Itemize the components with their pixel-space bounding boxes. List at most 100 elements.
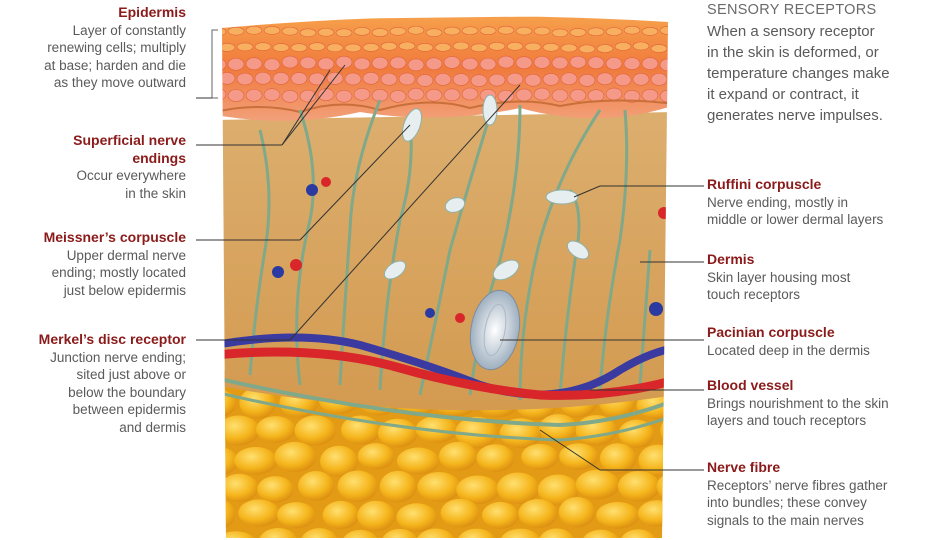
epidermis-cell — [426, 89, 442, 101]
fat-globule — [220, 474, 258, 502]
fat-globule — [234, 447, 277, 475]
epidermis-cell — [543, 43, 559, 51]
epidermis-cell — [390, 27, 406, 35]
label-merkel-title: Merkel’s disc receptor — [0, 331, 186, 349]
epidermis-cell — [516, 89, 532, 101]
label-meissners-corpuscle: Meissner’s corpuscle Upper dermal nerve … — [0, 229, 186, 299]
epidermis-cell — [327, 44, 343, 52]
fat-globule — [238, 499, 279, 526]
epidermis-cell — [399, 73, 415, 85]
epidermis-cell — [489, 74, 505, 86]
epidermis-cell — [444, 56, 460, 68]
label-superficial-title: Superficial nerve endings — [0, 132, 186, 167]
epidermis-cell — [642, 27, 658, 35]
fat-globule — [497, 472, 539, 503]
epidermis-cell — [264, 59, 280, 71]
epidermis-cell — [282, 56, 298, 68]
epidermis-cell — [426, 29, 442, 37]
epidermis-cell — [606, 57, 622, 69]
fat-globule — [256, 416, 296, 443]
epidermis-cell — [399, 42, 415, 50]
label-superficial-nerve-endings: Superficial nerve endings Occur everywhe… — [0, 132, 186, 202]
dermis-layer — [215, 112, 675, 410]
epidermis-cell — [435, 73, 451, 85]
fat-globule — [482, 502, 519, 529]
epidermis-cell — [435, 43, 451, 51]
epidermis-cell — [489, 42, 505, 50]
epidermis-cell — [579, 45, 595, 53]
epidermis-cell — [255, 43, 271, 51]
epidermis-cell — [390, 57, 406, 69]
epidermis-cell — [651, 45, 667, 53]
epidermis-cell — [588, 90, 604, 102]
epidermis-cell — [444, 27, 460, 35]
label-epidermis-text: Layer of constantly renewing cells; mult… — [0, 22, 186, 92]
label-dermis-title: Dermis — [707, 251, 945, 269]
epidermis-cell — [534, 27, 550, 35]
epidermis-cell — [363, 72, 379, 84]
epidermis-cell — [453, 74, 469, 86]
epidermis-cell — [228, 89, 244, 101]
epidermis-cell — [498, 26, 514, 34]
epidermis-cell — [354, 88, 370, 100]
fat-globule — [417, 472, 460, 502]
fat-globule — [298, 471, 334, 501]
fat-globule — [596, 502, 639, 529]
label-dermis: Dermis Skin layer housing most touch rec… — [707, 251, 945, 304]
epidermis-cell — [372, 29, 388, 37]
skin-block — [195, 15, 700, 540]
label-ruffini-corpuscle: Ruffini corpuscle Nerve ending, mostly i… — [707, 176, 945, 229]
label-merkels-disc: Merkel’s disc receptor Junction nerve en… — [0, 331, 186, 436]
label-epidermis-title: Epidermis — [0, 4, 186, 22]
epidermis-cell — [462, 27, 478, 35]
fat-globule — [323, 501, 359, 529]
label-merkel-text: Junction nerve ending; sited just above … — [0, 349, 186, 437]
epidermis-cell — [309, 73, 325, 85]
epidermis-cell — [282, 27, 298, 35]
fat-globule — [277, 502, 316, 528]
epidermis-cell — [588, 28, 604, 36]
epidermis-cell — [534, 56, 550, 68]
epidermis-cell — [624, 26, 640, 34]
epidermis-cell — [534, 88, 550, 100]
label-pacinian-corpuscle: Pacinian corpuscle Located deep in the d… — [707, 324, 945, 359]
callout-text: When a sensory receptor in the skin is d… — [707, 21, 942, 126]
label-ruffini-text: Nerve ending, mostly in middle or lower … — [707, 194, 945, 229]
fat-globule — [358, 443, 395, 469]
epidermis-cell — [516, 27, 532, 35]
epidermis-cell — [300, 29, 316, 37]
fat-globule — [197, 447, 238, 476]
label-superficial-text: Occur everywhere in the skin — [0, 167, 186, 202]
fat-globule — [638, 500, 677, 526]
epidermis-cell — [318, 89, 334, 101]
epidermis-cell — [597, 73, 613, 85]
epidermis-cell — [588, 57, 604, 69]
epidermis-bracket — [212, 30, 218, 98]
fat-globule — [337, 471, 377, 502]
fat-globule — [476, 444, 514, 472]
label-blood-vessel-title: Blood vessel — [707, 377, 945, 395]
epidermis-cell — [255, 72, 271, 84]
epidermis-cell — [606, 88, 622, 100]
fat-globule — [218, 415, 260, 445]
epidermis-cell — [597, 45, 613, 53]
label-epidermis: Epidermis Layer of constantly renewing c… — [0, 4, 186, 92]
epidermis-cell — [561, 73, 577, 85]
epidermis-cell — [219, 72, 235, 84]
epidermis-cell — [381, 73, 397, 85]
epidermis-cell — [615, 43, 631, 51]
epidermis-cell — [525, 43, 541, 51]
epidermis-cell — [246, 89, 262, 101]
epidermis-cell — [372, 57, 388, 69]
fat-globule — [441, 499, 480, 528]
sensory-receptors-callout: SENSORY RECEPTORS When a sensory recepto… — [707, 0, 942, 126]
epidermis-cell — [669, 75, 685, 87]
fat-globule — [195, 498, 235, 530]
fat-globule — [638, 445, 677, 477]
fat-globule — [396, 503, 437, 531]
epidermis-cell — [552, 57, 568, 69]
epidermis-cell — [543, 73, 559, 85]
epidermis-cell — [273, 44, 289, 52]
epidermis-cell — [642, 58, 658, 70]
